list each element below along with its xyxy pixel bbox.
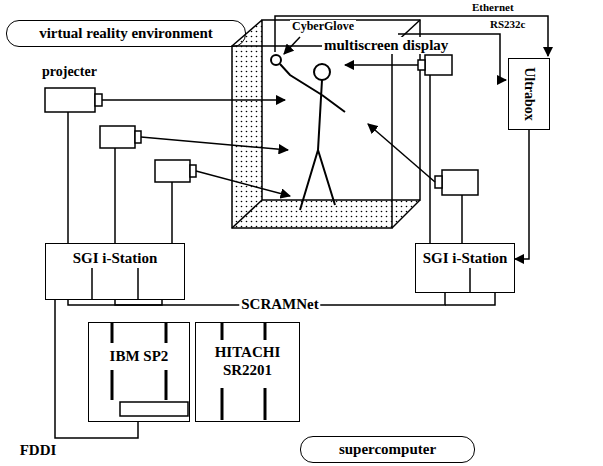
rack-bar bbox=[165, 323, 168, 343]
device-label: CyberGlove bbox=[290, 20, 356, 34]
projection-arrow bbox=[196, 171, 290, 196]
network-connector bbox=[515, 130, 529, 259]
rack-bar bbox=[221, 388, 224, 420]
rack-bar bbox=[221, 323, 224, 340]
node-text: Ultrabox bbox=[520, 67, 538, 121]
environment-label: virtual reality environment bbox=[6, 20, 246, 47]
projection-beams bbox=[102, 65, 435, 196]
projector-lens bbox=[135, 131, 141, 143]
projector bbox=[45, 88, 95, 112]
glove-hand bbox=[271, 55, 281, 65]
user-body bbox=[280, 64, 345, 210]
cube-screen-dots bbox=[232, 20, 262, 228]
rack-bar bbox=[264, 388, 267, 420]
node-text: HITACHI SR2201 bbox=[196, 343, 299, 379]
supercomputer-box: HITACHI SR2201 bbox=[195, 322, 300, 422]
projector-lens bbox=[435, 176, 442, 188]
network-label: FDDI bbox=[18, 442, 59, 459]
interface-box: Ultrabox bbox=[508, 58, 550, 130]
fddi-adapter bbox=[120, 402, 188, 416]
projector-cable bbox=[114, 148, 116, 243]
network-connector bbox=[55, 300, 138, 438]
network-label: Ethernet bbox=[470, 1, 516, 14]
workstation-box: SGI i-Station bbox=[45, 243, 185, 300]
signal-wires bbox=[68, 16, 548, 305]
display-label: multiscreen display bbox=[322, 37, 450, 54]
station-divider bbox=[137, 268, 139, 300]
projector bbox=[425, 55, 452, 75]
projection-arrow bbox=[141, 137, 288, 150]
projection-arrow bbox=[368, 124, 435, 182]
node-text: SGI i-Station bbox=[423, 249, 508, 267]
user-head bbox=[314, 64, 330, 80]
workstation-box: SGI i-Station bbox=[415, 243, 515, 293]
projector-lens bbox=[95, 94, 102, 106]
node-text: supercomputer bbox=[339, 440, 436, 458]
user-figure bbox=[271, 55, 345, 210]
scramnet-tap bbox=[445, 293, 495, 305]
ethernet-wire bbox=[275, 16, 548, 56]
rack-bar bbox=[264, 323, 267, 340]
cyberglove-wire bbox=[284, 37, 300, 54]
projector-cable bbox=[461, 195, 463, 243]
rack-bar bbox=[111, 323, 114, 343]
projection-arrow bbox=[102, 99, 285, 101]
projector bbox=[155, 160, 190, 182]
station-dividers bbox=[92, 268, 470, 300]
projector-lens bbox=[190, 165, 196, 177]
node-text: SGI i-Station bbox=[73, 249, 158, 267]
node-text: virtual reality environment bbox=[39, 24, 213, 42]
cube-front-face bbox=[232, 46, 392, 228]
projection-arrow bbox=[345, 64, 418, 66]
projector bbox=[100, 126, 135, 148]
rack-bar bbox=[111, 370, 114, 400]
projectors bbox=[45, 55, 478, 195]
projector-cable bbox=[67, 112, 69, 243]
device-label: projecter bbox=[40, 64, 99, 80]
projector-cable bbox=[171, 182, 173, 243]
station-divider bbox=[469, 268, 471, 293]
station-divider bbox=[91, 268, 93, 300]
network-label: SCRAMNet bbox=[239, 296, 320, 313]
cube-edge bbox=[232, 200, 262, 228]
node-text: IBM SP2 bbox=[110, 347, 169, 365]
projector-cable bbox=[429, 75, 431, 243]
projector bbox=[442, 170, 478, 195]
projector-lens bbox=[418, 60, 425, 70]
cube-edge bbox=[232, 20, 262, 46]
network-label: RS232c bbox=[488, 18, 527, 31]
rack-bar bbox=[165, 370, 168, 400]
supercomputer-box: IBM SP2 bbox=[88, 322, 190, 422]
cube-edge bbox=[392, 200, 420, 228]
group-label: supercomputer bbox=[300, 436, 475, 463]
